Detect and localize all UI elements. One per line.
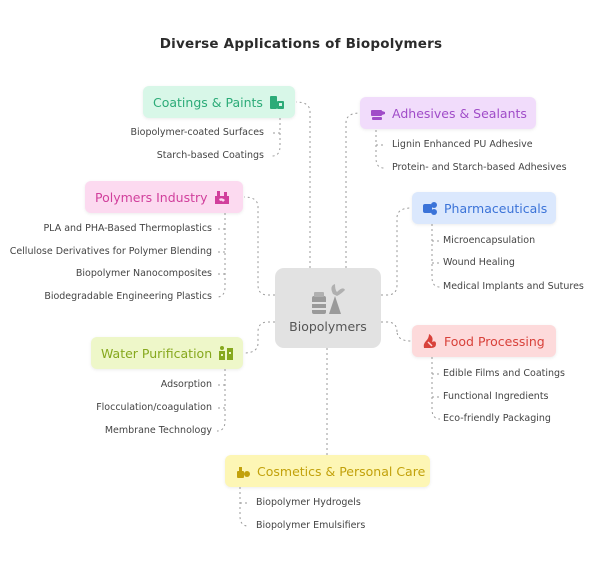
item-biopolymer-coated-surfaces: Biopolymer-coated Surfaces [130, 127, 264, 138]
category-label: Cosmetics & Personal Care [257, 463, 426, 479]
category-label: Water Purification [101, 345, 213, 361]
center-label: Biopolymers [289, 319, 367, 334]
item-biopolymer-emulsifiers: Biopolymer Emulsifiers [256, 520, 366, 531]
glue-tube-icon [371, 110, 385, 120]
category-label: Coatings & Paints [153, 94, 263, 110]
category-pharmaceuticals: Pharmaceuticals [412, 192, 556, 224]
category-food-processing: Food Processing [412, 325, 556, 357]
factory-icon [214, 191, 229, 204]
item-eco-friendly-packaging: Eco-friendly Packaging [443, 413, 551, 424]
category-adhesives-sealants: Adhesives & Sealants [360, 97, 536, 129]
cosmetics-icon [237, 467, 250, 478]
link-food [381, 321, 412, 342]
center-node: Biopolymers [275, 268, 381, 348]
diagram-title: Diverse Applications of Biopolymers [159, 36, 443, 52]
water-plant-icon [219, 346, 234, 360]
category-label: Adhesives & Sealants [392, 105, 527, 121]
category-label: Polymers Industry [95, 189, 208, 205]
item-medical-implants: Medical Implants and Sutures [443, 281, 584, 292]
item-protein-starch-adhesives: Protein- and Starch-based Adhesives [392, 162, 567, 173]
item-pla-pha-thermoplastics: PLA and PHA-Based Thermoplastics [43, 223, 212, 234]
item-lignin-pu-adhesive: Lignin Enhanced PU Adhesive [392, 139, 533, 150]
category-water-purification: Water Purification [91, 337, 243, 369]
item-biodegradable-engineering-plastics: Biodegradable Engineering Plastics [44, 291, 212, 302]
category-label: Food Processing [444, 333, 545, 349]
item-edible-films: Edible Films and Coatings [443, 368, 566, 379]
item-microencapsulation: Microencapsulation [443, 235, 536, 246]
link-water [243, 321, 275, 354]
item-wound-healing: Wound Healing [443, 257, 515, 268]
food-icon [423, 334, 436, 348]
link-pharma [381, 207, 412, 296]
item-biopolymer-nanocomposites: Biopolymer Nanocomposites [75, 268, 212, 279]
category-cosmetics-personal-care: Cosmetics & Personal Care [225, 455, 430, 487]
link-adhesives [345, 112, 361, 268]
item-biopolymer-hydrogels: Biopolymer Hydrogels [256, 497, 361, 508]
category-label: Pharmaceuticals [444, 200, 548, 216]
item-adsorption: Adsorption [160, 379, 212, 390]
item-starch-based-coatings: Starch-based Coatings [156, 150, 264, 161]
item-functional-ingredients: Functional Ingredients [443, 391, 549, 402]
link-coatings [295, 101, 311, 268]
pill-icon [423, 202, 437, 215]
item-cellulose-derivatives: Cellulose Derivatives for Polymer Blendi… [9, 246, 212, 257]
link-polymers [243, 196, 275, 296]
item-membrane-technology: Membrane Technology [104, 425, 212, 436]
biopolymer-icon [312, 284, 345, 314]
category-coatings-paints: Coatings & Paints [143, 86, 295, 118]
paint-bucket-icon [269, 96, 284, 109]
item-flocculation: Flocculation/coagulation [96, 402, 212, 413]
category-polymers-industry: Polymers Industry [85, 181, 243, 213]
